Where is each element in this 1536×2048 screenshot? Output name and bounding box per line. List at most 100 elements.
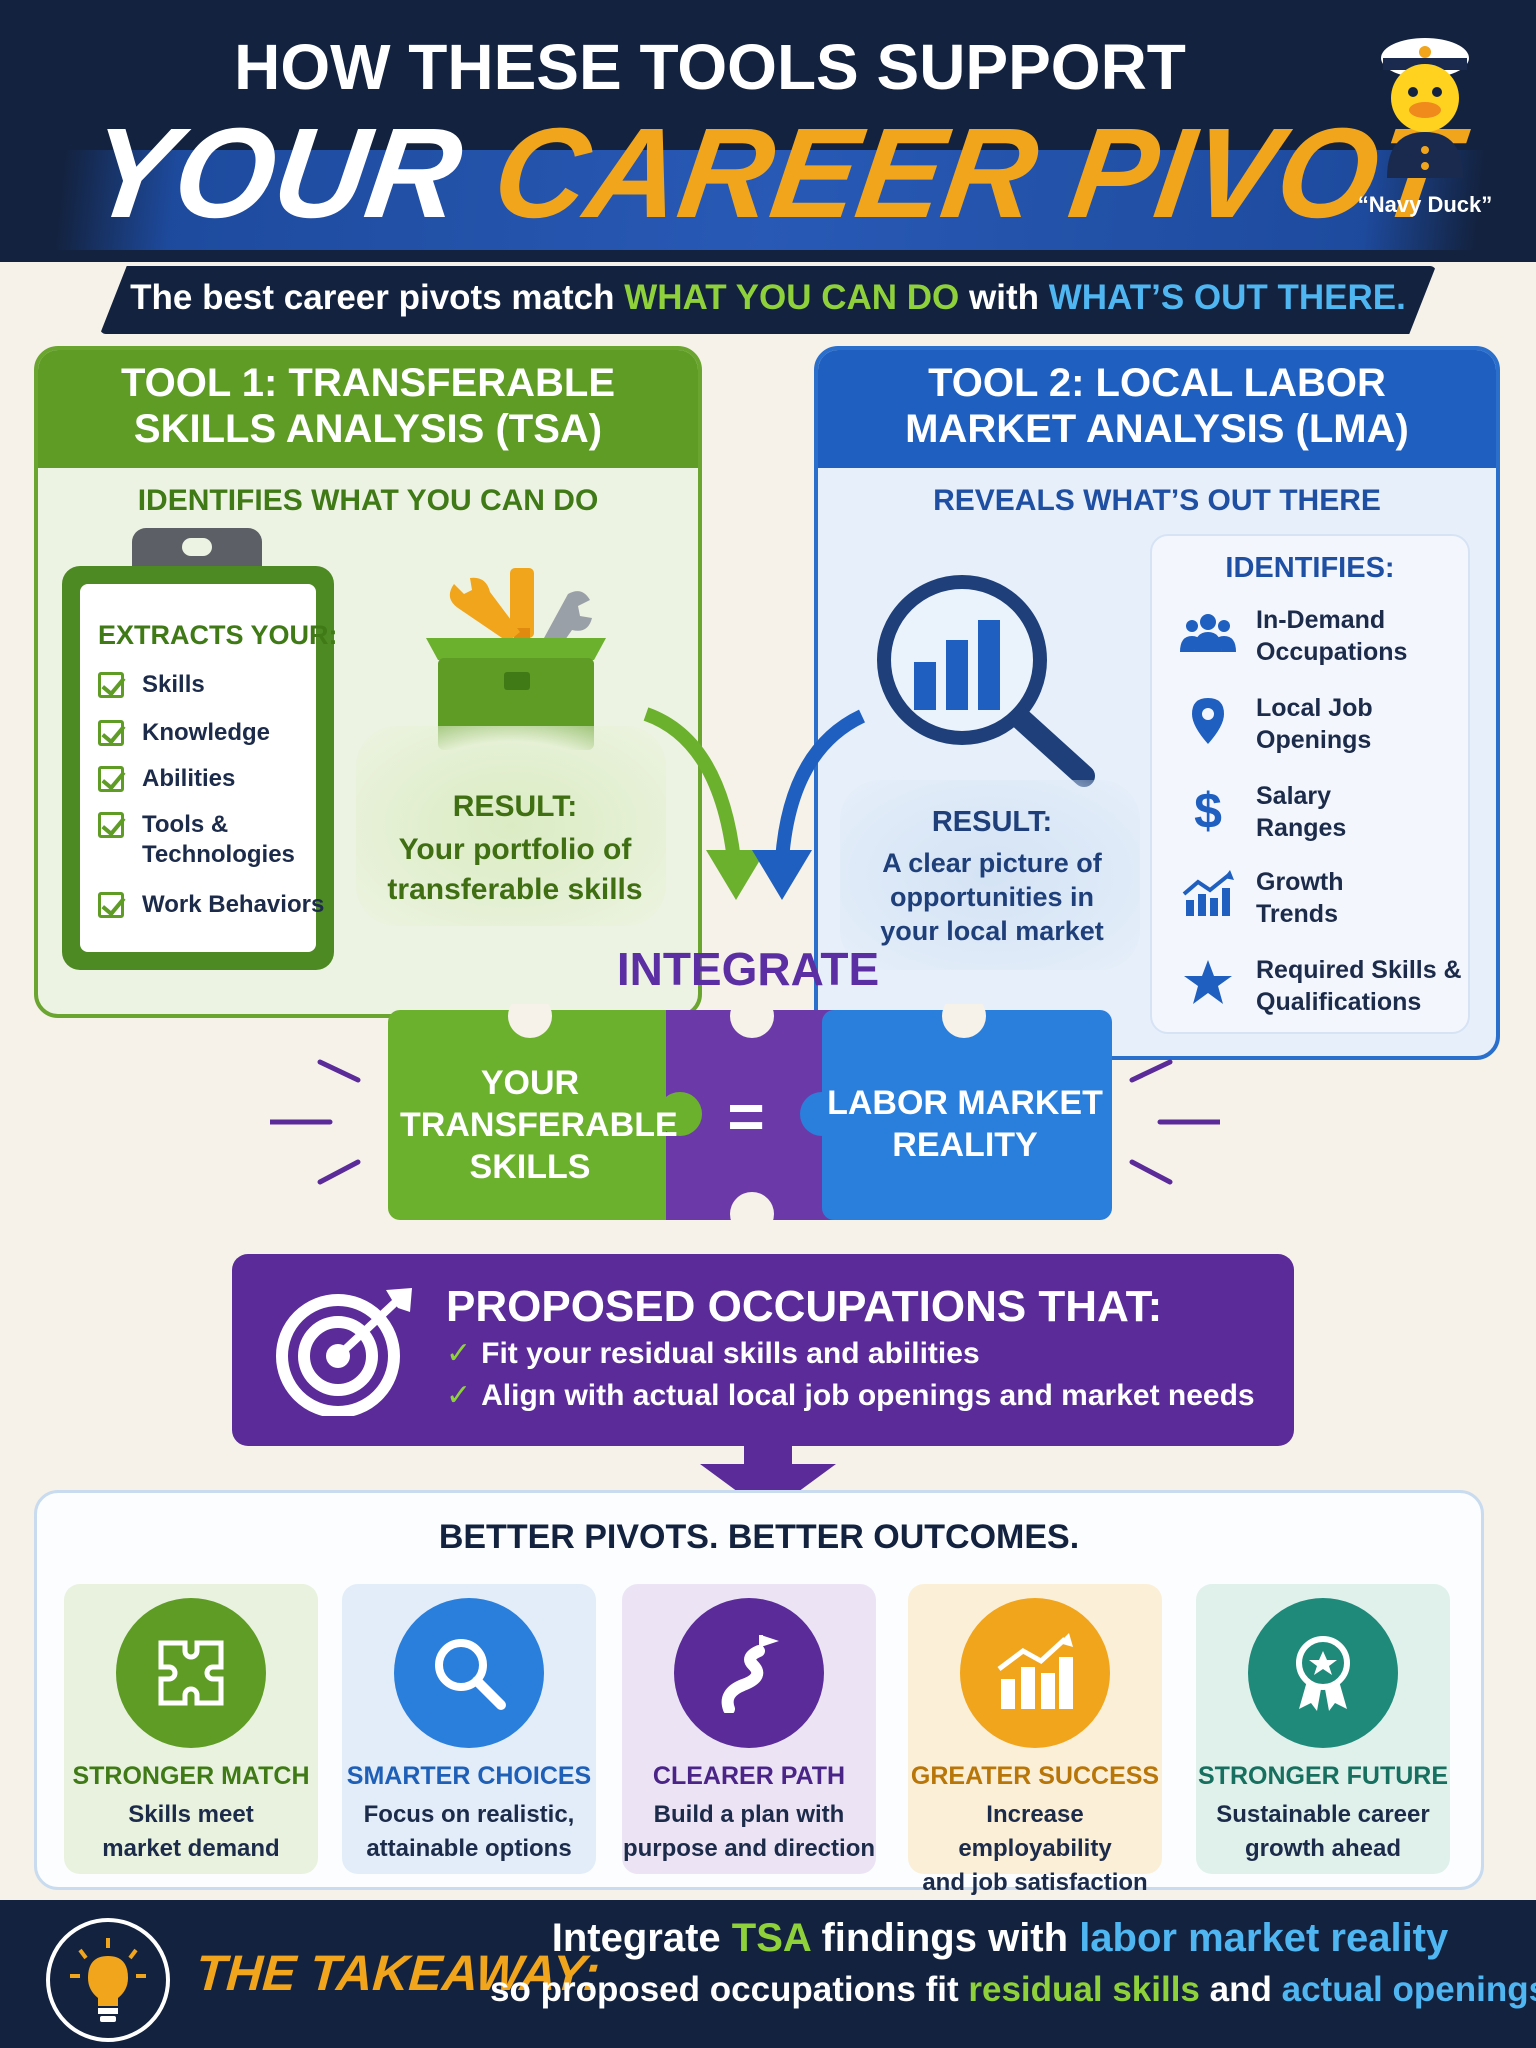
card-text-line1: Increase employability bbox=[958, 1801, 1112, 1862]
card-title: SMARTER CHOICES bbox=[346, 1762, 592, 1790]
takeaway-text: Integrate bbox=[551, 1916, 721, 1960]
integrate-transferable-skills: YOUR TRANSFERABLE SKILLS bbox=[400, 1062, 678, 1188]
takeaway-text: and bbox=[1209, 1970, 1272, 2009]
identifies-line2: Openings bbox=[1256, 726, 1372, 754]
target-arrow-icon bbox=[276, 1288, 412, 1416]
tool1-result-line1: Your portfolio of bbox=[398, 833, 632, 866]
card-text-line1: Build a plan with bbox=[653, 1801, 845, 1828]
growth-chart-icon bbox=[1182, 870, 1234, 916]
proposed-title: PROPOSED OCCUPATIONS THAT: bbox=[446, 1282, 1163, 1331]
integrate-label: INTEGRATE bbox=[616, 943, 880, 995]
integrate-left-line3: SKILLS bbox=[469, 1148, 591, 1186]
takeaway-text: findings with bbox=[821, 1916, 1069, 1960]
tool1-result-label: RESULT: bbox=[452, 790, 578, 823]
tool2-subtitle: REVEALS WHAT’S OUT THERE bbox=[933, 484, 1381, 517]
tool1-title: TOOL 1: TRANSFERABLE SKILLS ANALYSIS (TS… bbox=[38, 360, 698, 452]
puzzle-integration-icon bbox=[388, 1004, 1112, 1226]
takeaway-text: so proposed occupations fit bbox=[490, 1970, 959, 2009]
integrate-right-line2: REALITY bbox=[892, 1126, 1038, 1164]
identifies-line1: Salary bbox=[1256, 782, 1332, 810]
card-text-line1: Skills meet bbox=[128, 1801, 254, 1828]
header-title-line1: HOW THESE TOOLS SUPPORT bbox=[234, 31, 1186, 103]
identifies-line1: In-Demand bbox=[1256, 606, 1386, 634]
check-icon: ✓ bbox=[446, 1379, 472, 1412]
identifies-line1: Required Skills & bbox=[1256, 956, 1462, 984]
header-title-yellow: CAREER PIVOT bbox=[485, 102, 1466, 245]
identifies-line2: Qualifications bbox=[1256, 988, 1422, 1016]
card-text: Skills meet market demand bbox=[64, 1798, 318, 1866]
proposed-item-1: ✓Fit your residual skills and abilities bbox=[446, 1336, 980, 1371]
tool2-result-line1: A clear picture of bbox=[882, 848, 1102, 878]
proposed-occupations-panel bbox=[232, 1254, 1294, 1446]
card-title: STRONGER FUTURE bbox=[1198, 1762, 1448, 1790]
lightbulb-icon bbox=[70, 1938, 146, 2022]
integrate-left-line2: TRANSFERABLE bbox=[400, 1106, 678, 1144]
tool2-result-text: A clear picture of opportunities in your… bbox=[842, 846, 1142, 948]
award-ribbon-icon bbox=[1248, 1598, 1398, 1748]
header-title-line2: YOUR CAREER PIVOT bbox=[79, 100, 1466, 250]
identifies-line1: Local Job bbox=[1256, 694, 1373, 722]
card-text: Sustainable career growth ahead bbox=[1196, 1798, 1450, 1866]
checkbox-checked-icon bbox=[98, 766, 124, 792]
down-arrow-icon bbox=[700, 1446, 836, 1514]
card-text-line2: market demand bbox=[102, 1835, 280, 1862]
integrate-right-line1: LABOR MARKET bbox=[827, 1084, 1103, 1122]
equals-sign: = bbox=[727, 1080, 765, 1152]
navy-duck-mascot-icon bbox=[1381, 38, 1469, 178]
tool2-header bbox=[818, 350, 1496, 468]
takeaway-banner bbox=[0, 1900, 1536, 2048]
outcome-card-smarter-choices: SMARTER CHOICES Focus on realistic,attai… bbox=[342, 1584, 596, 1874]
tool1-result-line2: transferable skills bbox=[387, 873, 643, 906]
tool1-title-line1: TOOL 1: TRANSFERABLE bbox=[120, 361, 616, 405]
checkbox-checked-icon bbox=[98, 812, 124, 838]
identifies-line1: Growth bbox=[1256, 868, 1344, 896]
extract-label: Work Behaviors bbox=[142, 891, 325, 918]
outcome-card-stronger-future: STRONGER FUTURE Sustainable career growth… bbox=[1196, 1584, 1450, 1874]
proposed-item-text: Fit your residual skills and abilities bbox=[481, 1337, 980, 1370]
checkbox-checked-icon bbox=[98, 720, 124, 746]
takeaway-line1: Integrate TSA findings with labor market… bbox=[490, 1916, 1510, 1961]
puzzle-icon bbox=[116, 1598, 266, 1748]
extracts-title: EXTRACTS YOUR: bbox=[98, 620, 338, 650]
identifies-title: IDENTIFIES: bbox=[1225, 552, 1395, 584]
road-flag-icon bbox=[674, 1598, 824, 1748]
tool2-result-line3: your local market bbox=[880, 916, 1104, 946]
takeaway-residual-skills: residual skills bbox=[968, 1970, 1200, 2009]
extract-label: Tools & bbox=[142, 811, 229, 838]
toolbox-icon bbox=[426, 568, 606, 750]
extract-item-knowledge: Knowledge bbox=[98, 718, 270, 748]
header-title-white: YOUR bbox=[80, 102, 471, 245]
tool2-result-bubble bbox=[840, 780, 1140, 970]
takeaway-line2: so proposed occupations fit residual ski… bbox=[490, 1970, 1536, 2010]
takeaway-tsa: TSA bbox=[731, 1916, 811, 1960]
tool2-title-line2: MARKET ANALYSIS (LMA) bbox=[905, 407, 1409, 451]
card-title: GREATER SUCCESS bbox=[910, 1762, 1160, 1790]
tool2-result-line2: opportunities in bbox=[890, 882, 1094, 912]
checkbox-checked-icon bbox=[98, 892, 124, 918]
proposed-item-2: ✓Align with actual local job openings an… bbox=[446, 1378, 1255, 1413]
card-title: CLEARER PATH bbox=[652, 1762, 846, 1790]
star-icon bbox=[1184, 960, 1232, 1004]
integrate-labor-market: LABOR MARKET REALITY bbox=[820, 1082, 1110, 1166]
extract-label: Abilities bbox=[142, 765, 236, 792]
integrate-left-line1: YOUR bbox=[480, 1064, 580, 1102]
card-text-line1: Sustainable career bbox=[1216, 1801, 1430, 1828]
extract-label: Skills bbox=[142, 671, 205, 698]
map-pin-icon bbox=[1192, 698, 1224, 744]
extract-item-work-behaviors: Work Behaviors bbox=[98, 890, 324, 920]
checkbox-checked-icon bbox=[98, 672, 124, 698]
tool1-title-line2: SKILLS ANALYSIS (TSA) bbox=[133, 407, 603, 451]
extract-label: Knowledge bbox=[142, 719, 271, 746]
dollar-icon: $ bbox=[1194, 784, 1222, 832]
subtitle-text: The best career pivots match WHAT YOU CA… bbox=[100, 278, 1436, 318]
converging-arrows-icon bbox=[643, 707, 866, 900]
card-text-line1: Focus on realistic, bbox=[363, 1801, 575, 1828]
card-text-line2: growth ahead bbox=[1244, 1835, 1401, 1862]
identifies-line2: Ranges bbox=[1256, 814, 1347, 842]
